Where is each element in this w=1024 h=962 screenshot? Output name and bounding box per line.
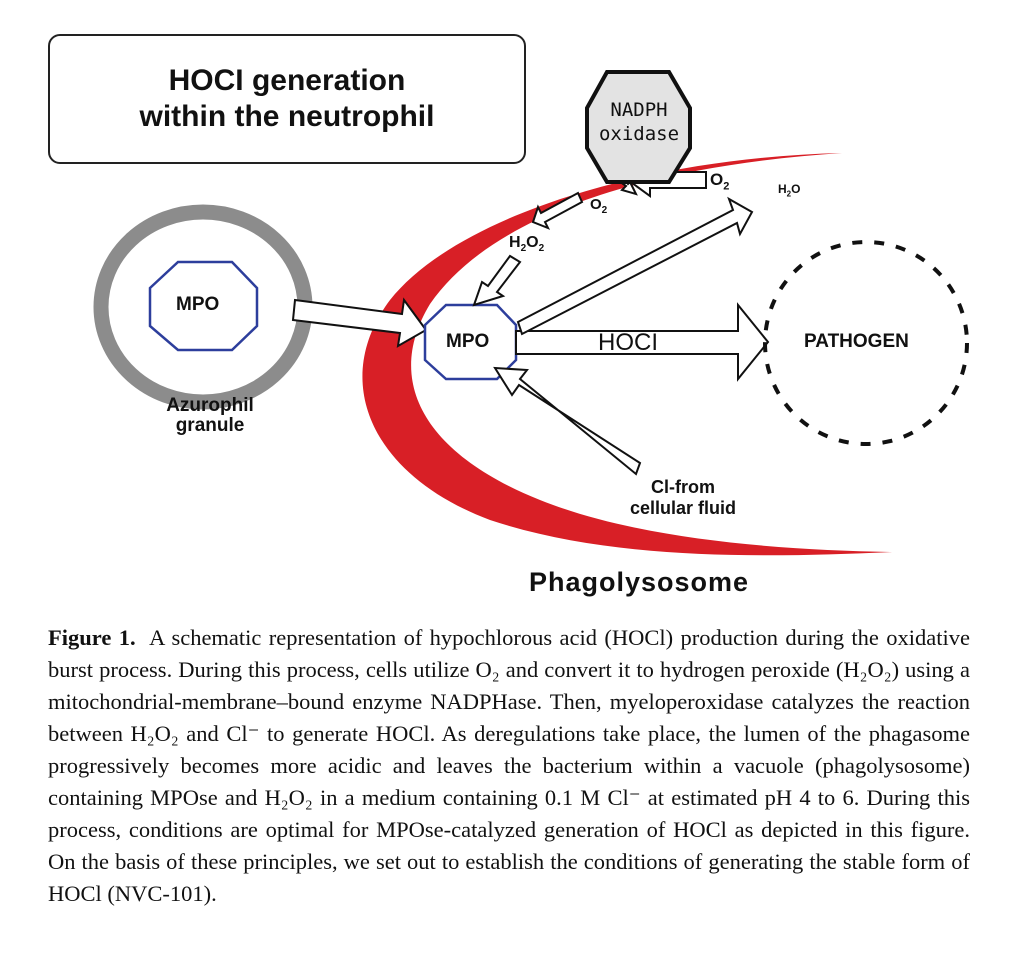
hocl-generation-diagram: HOCI generation within the neutrophil NA…: [48, 34, 969, 597]
o2-label: O2: [710, 170, 729, 192]
caption-paragraph: Figure 1. A schematic representation of …: [48, 622, 970, 910]
chloride-label-line2: cellular fluid: [629, 498, 737, 518]
o2-symbol: O: [710, 170, 724, 189]
hocl-label: HOCI: [598, 329, 658, 356]
chloride-label-line1: Cl-from: [651, 477, 715, 497]
pathogen-circle: [763, 240, 969, 446]
figure-caption: Figure 1. A schematic representation of …: [48, 622, 970, 910]
h2o2-h: H: [509, 234, 521, 251]
superoxide-label: O2: [590, 196, 607, 216]
h2o-label: H2O: [778, 182, 800, 198]
diagram-title-line1: HOCI generation: [168, 64, 406, 97]
vacuole-mpo-octagon: [423, 303, 518, 381]
diagram-graphics: [93, 70, 969, 556]
arrow-cl-to-mpo: [493, 366, 642, 476]
h2o-h: H: [778, 182, 787, 196]
azurophil-label-line2: granule: [175, 415, 245, 436]
h2o-sub: 2: [786, 189, 792, 199]
granule-mpo-label: MPO: [176, 294, 220, 315]
arrow-granule-to-mpo: [291, 297, 428, 348]
diagram-title-line2: within the neutrophil: [139, 100, 435, 133]
nadph-oxidase-hexagon: [585, 70, 692, 184]
o2-subscript: 2: [723, 180, 730, 193]
diagram-title-box: HOCI generation within the neutrophil: [48, 34, 526, 164]
phagolysosome-label: Phagolysosome: [529, 567, 750, 597]
arrow-h2o: [516, 196, 754, 336]
caption-label: Figure 1.: [48, 625, 136, 650]
azurophil-label-line1: Azurophil: [166, 395, 254, 416]
h2o2-o: O: [526, 234, 539, 251]
nadph-label-line1: NADPH: [610, 99, 668, 121]
arrow-superoxide-to-h2o2: [531, 191, 584, 230]
chloride-source-label: Cl-from cellular fluid: [608, 477, 758, 519]
vacuole-mpo-label: MPO: [446, 331, 490, 352]
pathogen-label: PATHOGEN: [804, 331, 909, 352]
h2o2-sub1: 2: [520, 243, 527, 255]
nadph-label-line2: oxidase: [598, 123, 680, 145]
azurophil-granule-label: Azurophil granule: [150, 396, 270, 436]
superoxide-symbol: O: [590, 196, 602, 213]
h2o2-label: H2O2: [509, 234, 544, 254]
granule-mpo-octagon: [148, 260, 259, 352]
arrow-h2o2-to-mpo: [472, 254, 522, 307]
h2o2-sub2: 2: [538, 243, 545, 255]
hocl-arrow: [515, 302, 770, 382]
caption-text: A schematic representation of hypochloro…: [48, 625, 971, 906]
h2o-o: O: [791, 182, 801, 196]
nadph-oxidase-label: NADPH oxidase: [593, 98, 685, 146]
superoxide-subscript: 2: [601, 205, 608, 216]
